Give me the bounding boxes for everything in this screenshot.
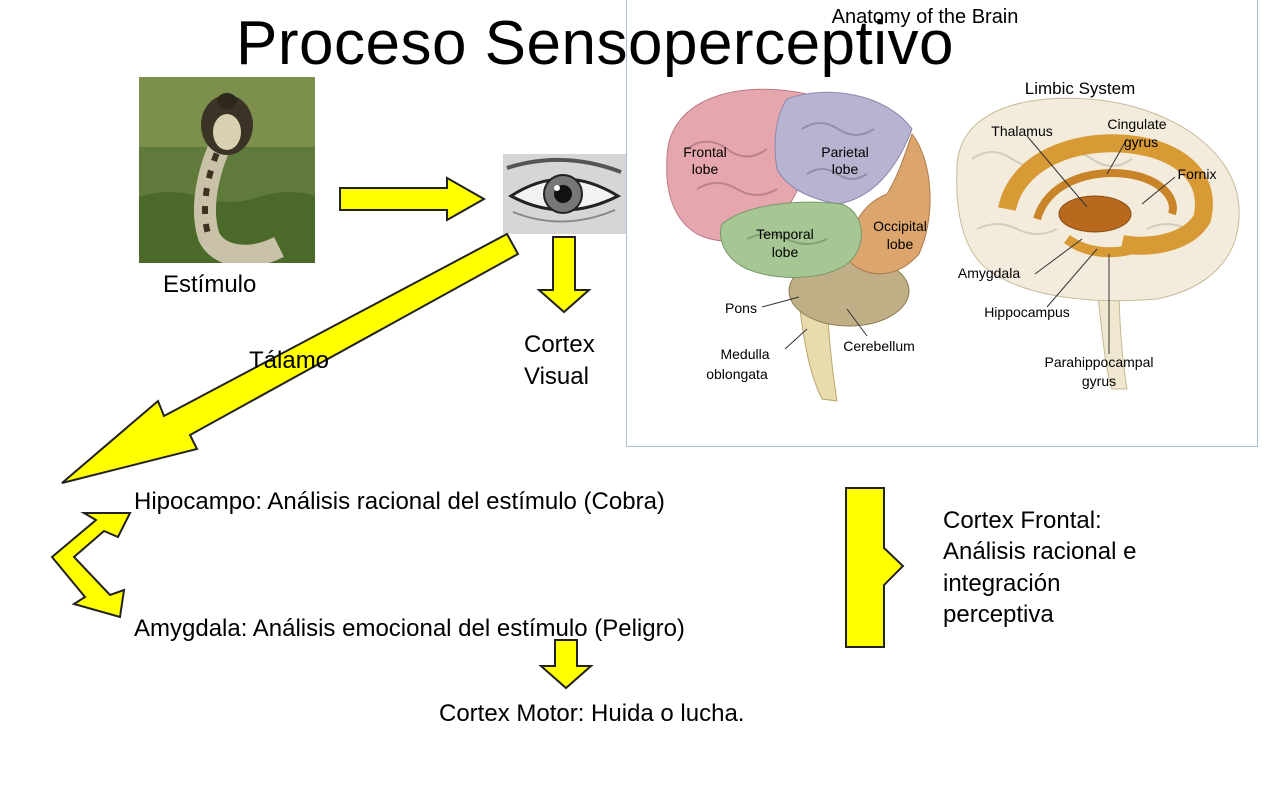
cingulate-label-2: gyrus [1124, 134, 1158, 150]
talamo-label: Tálamo [249, 347, 330, 374]
thalamus-shape [1058, 195, 1132, 233]
temporal-lobe-label-1: Temporal [756, 226, 814, 242]
arrow-to-frontal-cortex [845, 487, 905, 648]
parahippocampal-label-2: gyrus [1082, 373, 1116, 389]
frontal-lobe-label-1: Frontal [683, 144, 727, 160]
fornix-shape [1033, 169, 1177, 221]
cobra-image [139, 77, 319, 267]
pons-leader [761, 296, 800, 308]
cortex-frontal-line-4: perceptiva [943, 601, 1054, 628]
brain-anatomy-illustration: Anatomy of the Brain Limbic System Front… [666, 6, 1240, 402]
cingulate-label-1: Cingulate [1107, 116, 1166, 132]
parahippocampal-label-1: Parahippocampal [1045, 354, 1154, 370]
page-title: Proceso Sensoperceptivo [236, 9, 955, 78]
medulla-label-2: oblongata [706, 366, 768, 382]
medulla-label-1: Medulla [720, 346, 769, 362]
amygdala-leader [1034, 238, 1083, 275]
occipital-lobe-label-2: lobe [887, 236, 914, 252]
cingulate-leader [1106, 138, 1128, 175]
temporal-lobe-label-2: lobe [772, 244, 799, 260]
amygdala-label: Amygdala [958, 265, 1020, 281]
medulla-leader [784, 328, 808, 350]
limbic-brainstem-shape [1096, 283, 1128, 390]
hipocampo-text: Hipocampo: Análisis racional del estímul… [134, 488, 665, 515]
parietal-lobe-label-1: Parietal [821, 144, 868, 160]
occipital-lobe-label-1: Occipital [873, 218, 927, 234]
temporal-lobe-shape [720, 201, 862, 278]
cortex-visual-label-2: Visual [524, 363, 589, 390]
cerebellum-label: Cerebellum [843, 338, 915, 354]
cortex-frontal-line-1: Cortex Frontal: [943, 507, 1102, 534]
thalamus-label: Thalamus [991, 123, 1052, 139]
eye-image [503, 154, 626, 234]
cortex-frontal-line-2: Análisis racional e [943, 538, 1137, 565]
frontal-lobe-label-2: lobe [692, 161, 719, 177]
hippocampus-label: Hippocampus [984, 304, 1070, 320]
thalamus-leader [1026, 135, 1088, 208]
fornix-leader [1141, 176, 1176, 205]
arrow-right-to-eye [339, 176, 487, 222]
brain-anatomy-figure: Anatomy of the Brain Limbic System Front… [626, 0, 1258, 447]
arrow-bidirectional-limbic [50, 512, 132, 619]
arrow-diagonal-talamo [61, 232, 520, 484]
cerebellum-leader [846, 308, 868, 337]
hippocampus-shape [1064, 234, 1149, 258]
cortex-motor-text: Cortex Motor: Huida o lucha. [439, 700, 745, 727]
arrow-down-to-visual-cortex [536, 236, 592, 314]
lateral-brain-view: Frontal lobe Parietal lobe Temporal lobe… [666, 88, 931, 402]
stimulus-label: Estímulo [163, 271, 257, 298]
limbic-system-view: Thalamus Cingulate gyrus Fornix Amygdala… [956, 97, 1240, 390]
occipital-lobe-shape [848, 132, 931, 275]
amygdala-text: Amygdala: Análisis emocional del estímul… [134, 615, 685, 642]
cortex-frontal-line-3: integración [943, 570, 1061, 597]
brain-figure-title: Anatomy of the Brain [832, 6, 1019, 28]
cortex-visual-label-1: Cortex [524, 331, 595, 358]
parietal-lobe-label-2: lobe [832, 161, 859, 177]
parietal-lobe-shape [774, 91, 913, 205]
arrow-down-to-motor-cortex [538, 639, 594, 690]
pons-label: Pons [725, 300, 757, 316]
cingulate-gyrus-shape [998, 134, 1213, 255]
fornix-label: Fornix [1178, 166, 1217, 182]
limbic-system-title: Limbic System [1025, 79, 1136, 98]
hippocampus-leader [1046, 248, 1098, 308]
